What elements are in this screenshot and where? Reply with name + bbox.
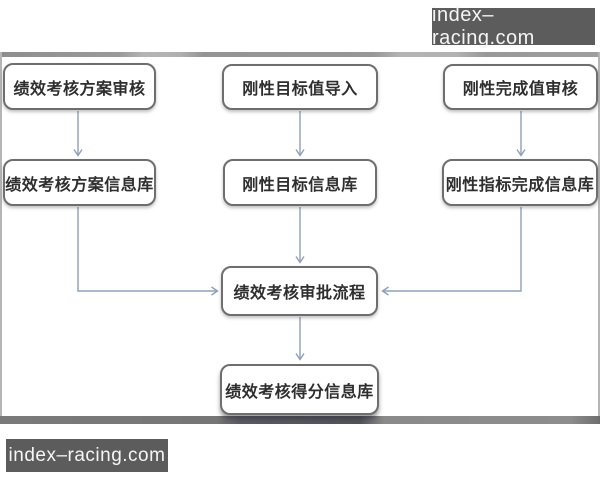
- diagram-border-bottom: [0, 416, 600, 424]
- node-plan-info-db: 绩效考核方案信息库: [3, 159, 156, 206]
- node-approval-process: 绩效考核审批流程: [221, 266, 378, 316]
- diagram-border-left: [0, 52, 2, 418]
- node-completion-info-db: 刚性指标完成信息库: [442, 159, 598, 206]
- watermark-bottom: index–racing.com: [6, 439, 168, 472]
- node-completion-review: 刚性完成值审核: [443, 64, 598, 110]
- node-plan-review: 绩效考核方案审核: [3, 63, 156, 110]
- node-target-info-db: 刚性目标信息库: [223, 159, 377, 206]
- diagram-border-right: [598, 52, 600, 418]
- diagram-border-top: [0, 52, 600, 57]
- connector-plan-info-db-to-approval-process: [77, 207, 219, 296]
- node-score-info-db: 绩效考核得分信息库: [220, 364, 379, 415]
- node-target-import: 刚性目标值导入: [222, 64, 378, 110]
- watermark-top: index–racing.com: [432, 4, 595, 49]
- connector-completion-info-db-to-approval-process: [381, 207, 522, 296]
